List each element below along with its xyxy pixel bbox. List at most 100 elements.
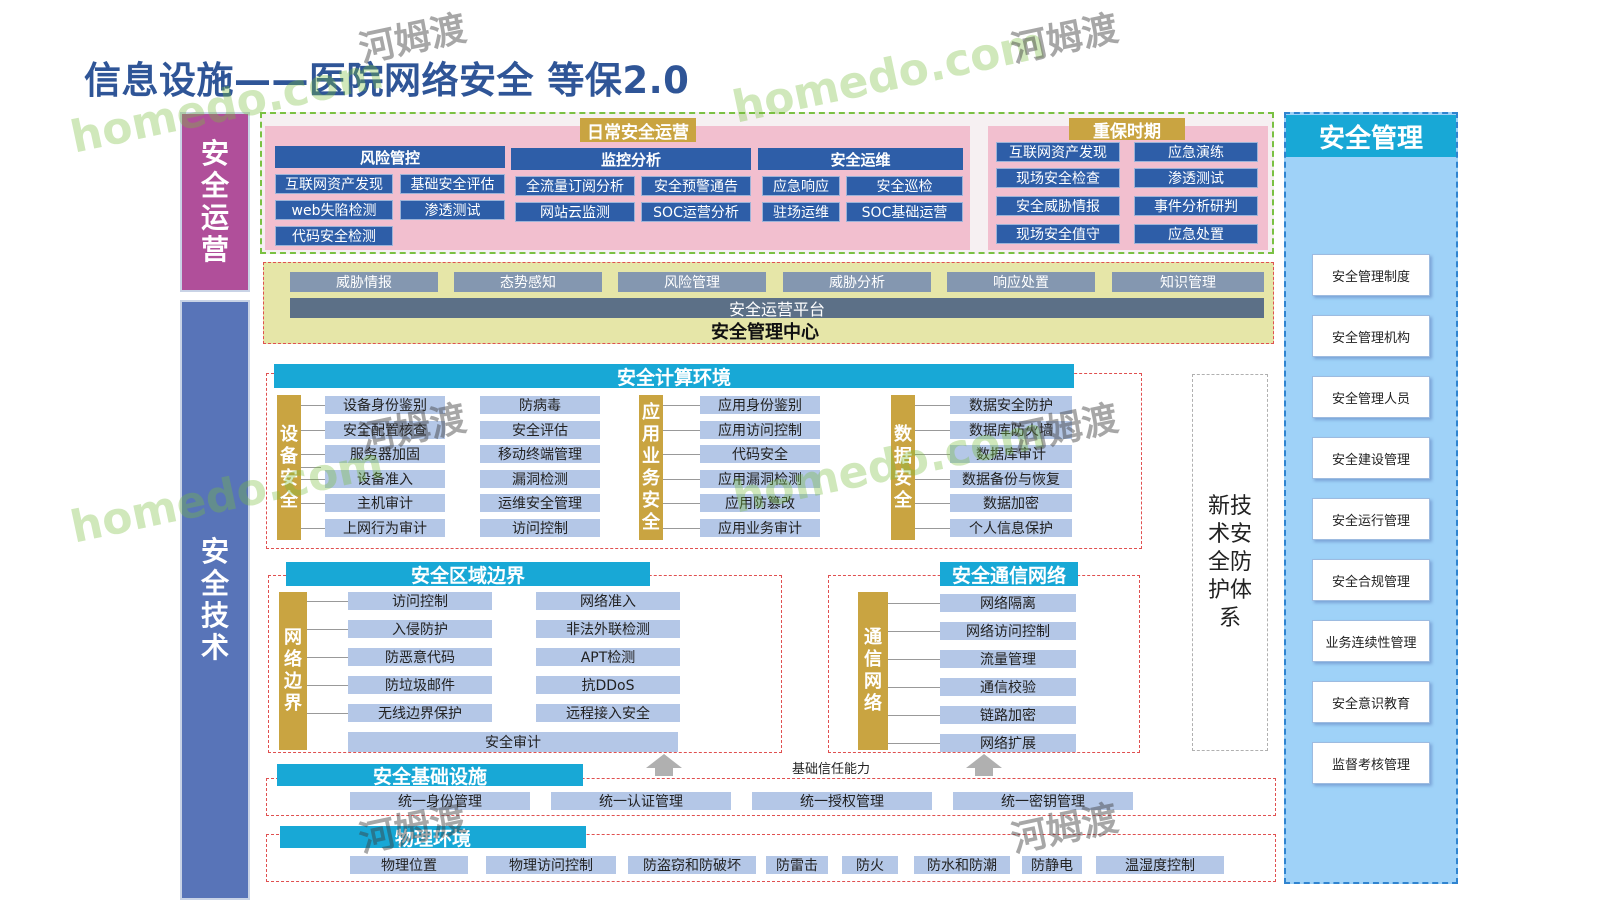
boundary-item: 非法外联检测 — [536, 620, 680, 638]
key-period-item: 事件分析研判 — [1134, 196, 1258, 216]
secops-item: 安全巡检 — [846, 176, 963, 196]
page-title: 信息设施——医院网络安全 等保2.0 — [84, 59, 690, 102]
boundary-item: 防恶意代码 — [348, 648, 492, 666]
device-item: 设备准入 — [325, 469, 445, 488]
connector — [663, 429, 700, 431]
boundary-item: 远程接入安全 — [536, 704, 680, 722]
trust-label: 基础信任能力 — [792, 762, 871, 777]
app-item: 应用业务审计 — [700, 518, 820, 537]
center-module: 知识管理 — [1112, 272, 1264, 292]
mgmt-item: 安全管理人员 — [1312, 376, 1430, 418]
data-item: 数据加密 — [950, 494, 1072, 512]
center-module: 威胁分析 — [783, 272, 931, 292]
physical-region — [266, 834, 1276, 882]
monitor-item: SOC运营分析 — [641, 202, 751, 222]
connector — [301, 454, 325, 455]
connector — [888, 659, 940, 660]
center-module: 态势感知 — [454, 272, 602, 292]
risk-header: 风险管控 — [275, 146, 505, 168]
device-item: 漏洞检测 — [480, 469, 600, 488]
boundary-item: 入侵防护 — [348, 620, 492, 638]
connector — [915, 405, 950, 406]
app-item: 应用防篡改 — [700, 494, 820, 512]
physical-item: 防静电 — [1022, 856, 1082, 874]
physical-item: 温湿度控制 — [1096, 856, 1224, 874]
connector — [307, 685, 348, 686]
physical-item: 防雷击 — [766, 856, 828, 874]
connector — [915, 478, 950, 480]
app-item: 应用漏洞检测 — [700, 469, 820, 488]
connector — [915, 527, 950, 529]
monitor-item: 安全预警通告 — [641, 176, 751, 196]
network-boundary-label: 网络边界 — [279, 592, 307, 750]
secops-item: 驻场运维 — [762, 202, 840, 222]
secops-item: 应急响应 — [762, 176, 840, 196]
data-security-label: 数据安全 — [891, 395, 915, 540]
app-item: 应用身份鉴别 — [700, 396, 820, 414]
boundary-title: 安全区域边界 — [286, 562, 650, 587]
device-item: 安全配置核查 — [325, 420, 445, 439]
data-item: 个人信息保护 — [950, 518, 1072, 537]
device-item: 访问控制 — [480, 518, 600, 537]
mgmt-item: 安全运行管理 — [1312, 498, 1430, 540]
connector — [301, 467, 321, 468]
device-item: 安全评估 — [480, 420, 600, 439]
key-period-item: 应急演练 — [1134, 142, 1258, 162]
infra-item: 统一身份管理 — [350, 792, 530, 810]
boundary-audit: 安全审计 — [348, 732, 678, 752]
new-tech-panel: 新技术安全防护体系 — [1192, 374, 1268, 751]
ops-bar-label: 安全运营 — [200, 137, 229, 266]
device-item: 设备身份鉴别 — [325, 396, 445, 414]
computing-title: 安全计算环境 — [274, 364, 1074, 389]
connector — [307, 713, 348, 714]
ops-bar: 安全运营 — [180, 112, 250, 292]
mgmt-center-label: 安全管理中心 — [711, 322, 819, 343]
comm-item: 网络扩展 — [940, 734, 1076, 752]
mgmt-item: 安全意识教育 — [1312, 681, 1430, 723]
physical-item: 物理位置 — [350, 856, 468, 874]
key-period-item: 安全威胁情报 — [996, 196, 1120, 216]
connector — [301, 405, 325, 406]
device-security-label: 设备安全 — [277, 395, 301, 540]
data-item: 数据备份与恢复 — [950, 469, 1072, 488]
connector — [888, 687, 940, 688]
connector — [915, 429, 950, 431]
infra-item: 统一认证管理 — [551, 792, 731, 810]
monitor-item: 网站云监测 — [515, 202, 635, 222]
key-period-item: 互联网资产发现 — [996, 142, 1120, 162]
boundary-item: 无线边界保护 — [348, 704, 492, 722]
mgmt-item: 安全建设管理 — [1312, 437, 1430, 479]
physical-item: 防盗窃和防破坏 — [628, 856, 756, 874]
connector — [888, 743, 940, 744]
boundary-item: 访问控制 — [348, 592, 492, 610]
mgmt-item: 监督考核管理 — [1312, 742, 1430, 784]
connector — [307, 657, 348, 658]
up-arrow-icon — [655, 768, 673, 776]
boundary-item: 防垃圾邮件 — [348, 676, 492, 694]
connector — [663, 527, 700, 529]
infra-item: 统一密钥管理 — [953, 792, 1133, 810]
new-tech-label: 新技术安全防护体系 — [1207, 493, 1252, 631]
data-item: 数据库审计 — [950, 445, 1072, 463]
connector — [301, 527, 325, 529]
connector — [888, 631, 940, 632]
physical-item: 防水和防潮 — [914, 856, 1010, 874]
key-period-item: 现场安全值守 — [996, 224, 1120, 244]
connector — [888, 715, 940, 716]
key-period-item: 渗透测试 — [1134, 168, 1258, 188]
center-module: 威胁情报 — [290, 272, 438, 292]
connector — [915, 503, 950, 504]
device-item: 主机审计 — [325, 494, 445, 512]
connector — [915, 454, 950, 455]
physical-item: 物理访问控制 — [486, 856, 616, 874]
key-period-item: 应急处置 — [1134, 224, 1258, 244]
device-item: 服务器加固 — [325, 445, 445, 463]
watermark: 河姆渡 — [1007, 8, 1122, 71]
boundary-item: 网络准入 — [536, 592, 680, 610]
connector — [663, 503, 700, 504]
boundary-item: APT检测 — [536, 648, 680, 666]
connector — [663, 454, 700, 455]
risk-item: 互联网资产发现 — [275, 174, 393, 194]
monitor-item: 全流量订阅分析 — [515, 176, 635, 196]
device-item: 上网行为审计 — [325, 518, 445, 537]
